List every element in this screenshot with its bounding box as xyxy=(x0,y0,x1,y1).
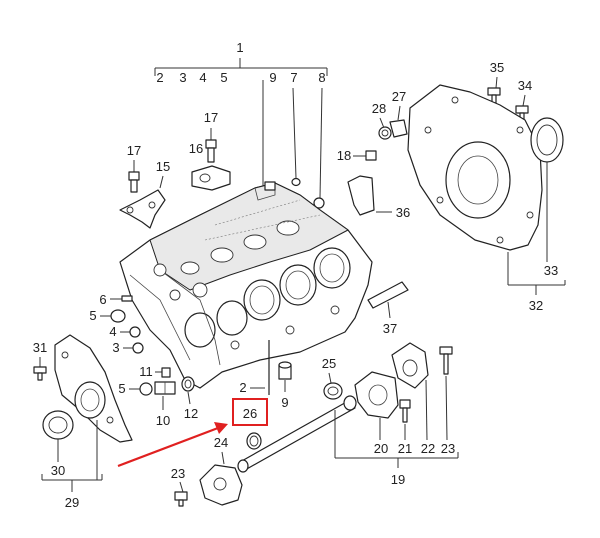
callout-7: 7 xyxy=(290,70,297,85)
bracket-15 xyxy=(119,189,166,229)
callout-31: 31 xyxy=(33,340,47,355)
bracket-29 xyxy=(41,474,103,492)
callout-28: 28 xyxy=(372,101,386,116)
bolt-21 xyxy=(399,399,411,423)
callout-26: 26 xyxy=(243,406,257,421)
callout-1: 1 xyxy=(236,40,243,55)
bolt-17-left xyxy=(128,171,140,193)
callout-4-left: 4 xyxy=(109,324,116,339)
callout-15: 15 xyxy=(156,159,170,174)
callout-5-lower: 5 xyxy=(118,381,125,396)
callout-5-left: 5 xyxy=(89,308,96,323)
callout-33: 33 xyxy=(544,263,558,278)
callout-4: 4 xyxy=(199,70,206,85)
callout-5: 5 xyxy=(220,70,227,85)
callout-19: 19 xyxy=(391,472,405,487)
plug-27 xyxy=(389,119,408,138)
callout-23-lower: 23 xyxy=(171,466,185,481)
housing-20 xyxy=(354,371,399,419)
plug-18 xyxy=(365,150,377,161)
callout-17-left: 17 xyxy=(127,143,141,158)
plug-3 xyxy=(132,342,144,354)
callout-32: 32 xyxy=(529,298,543,313)
callout-9-lower: 9 xyxy=(281,395,288,410)
callout-29: 29 xyxy=(65,495,79,510)
callout-2: 2 xyxy=(156,70,163,85)
callout-22: 22 xyxy=(421,441,435,456)
callout-3: 3 xyxy=(179,70,186,85)
callout-6: 6 xyxy=(99,292,106,307)
callout-37: 37 xyxy=(383,321,397,336)
callout-12: 12 xyxy=(184,406,198,421)
callout-35: 35 xyxy=(490,60,504,75)
callout-23-right: 23 xyxy=(441,441,455,456)
callout-11: 11 xyxy=(139,364,153,379)
plug-8 xyxy=(313,197,325,209)
rail-37 xyxy=(367,281,409,309)
bolt-23-right xyxy=(439,346,453,375)
callout-21: 21 xyxy=(398,441,412,456)
callout-25: 25 xyxy=(322,356,336,371)
callout-34: 34 xyxy=(518,78,532,93)
callout-16: 16 xyxy=(189,141,203,156)
bolt-23-lower xyxy=(174,491,188,507)
bracket-32 xyxy=(507,252,566,295)
callout-9: 9 xyxy=(269,70,276,85)
bracket-1 xyxy=(154,58,328,199)
sleeve-5-lower xyxy=(139,382,153,396)
highlight-box-26 xyxy=(232,398,268,426)
callout-3-left: 3 xyxy=(112,340,119,355)
callout-10: 10 xyxy=(156,413,170,428)
plug-4 xyxy=(129,326,141,338)
callout-18: 18 xyxy=(337,148,351,163)
callout-36: 36 xyxy=(396,205,410,220)
callout-8: 8 xyxy=(318,70,325,85)
callout-27: 27 xyxy=(392,89,406,104)
engine-block xyxy=(119,181,373,389)
bracket-19 xyxy=(334,410,459,468)
bolt-17-top xyxy=(205,139,217,163)
bolt-31 xyxy=(33,366,47,381)
callout-2-lower: 2 xyxy=(239,380,246,395)
guide-36 xyxy=(347,175,375,216)
callout-24: 24 xyxy=(214,435,228,450)
pin-11 xyxy=(161,367,171,378)
callout-30: 30 xyxy=(51,463,65,478)
pin-6 xyxy=(121,295,133,302)
sleeve-5 xyxy=(110,309,126,323)
arrow-head-icon xyxy=(214,422,228,434)
callout-17-top: 17 xyxy=(204,110,218,125)
callout-20: 20 xyxy=(374,441,388,456)
bracket-16 xyxy=(191,165,231,191)
plug-7 xyxy=(291,177,301,187)
